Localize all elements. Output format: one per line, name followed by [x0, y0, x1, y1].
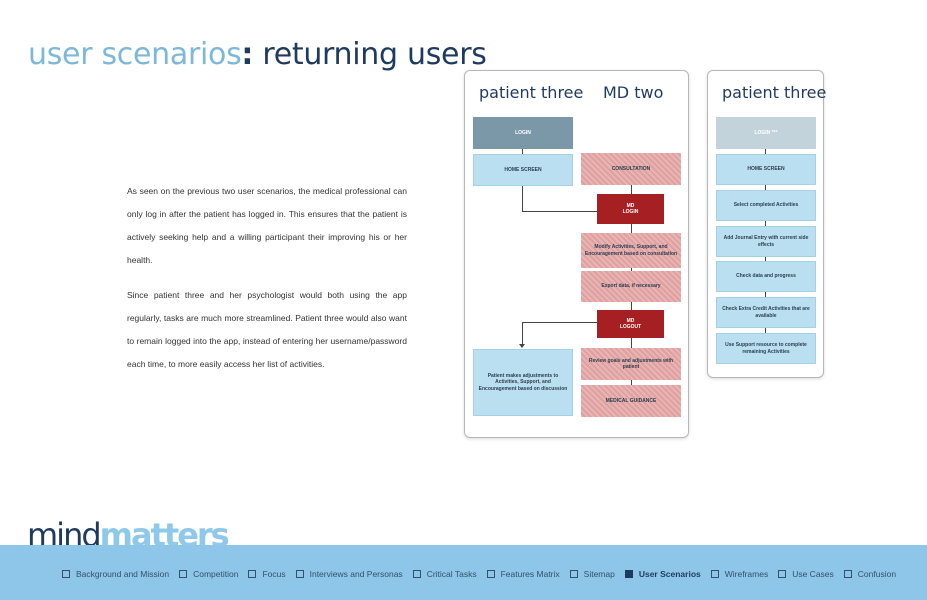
side-box-home-screen: HOME SCREEN: [716, 154, 816, 185]
nav-item-label: Interviews and Personas: [309, 569, 403, 579]
nav-item-label: Sitemap: [583, 569, 615, 579]
checkbox-icon[interactable]: [412, 570, 421, 578]
checkbox-icon[interactable]: [778, 570, 787, 578]
nav-item-features-matrix[interactable]: Features Matrix: [486, 569, 560, 579]
nav-item-label: Focus: [262, 569, 286, 579]
side-card-title: patient three: [722, 83, 827, 102]
connector-arrow: [519, 344, 525, 348]
title-part1: user scenarios: [28, 37, 242, 72]
flow-box-patient-adjustments: Patient makes adjustments to Activities,…: [473, 349, 573, 416]
checkbox-icon[interactable]: [295, 570, 304, 578]
connector-line: [765, 149, 766, 154]
connector-line: [522, 186, 523, 211]
nav-item-label: Background and Mission: [76, 569, 170, 579]
nav-item-label: User Scenarios: [638, 569, 701, 579]
checkbox-icon[interactable]: [62, 570, 70, 578]
title-colon: :: [241, 37, 254, 72]
connector-line: [765, 185, 766, 190]
connector-line: [631, 224, 632, 233]
nav-item-label: Competition: [193, 569, 239, 579]
connector-line: [522, 322, 597, 323]
nav-item-competition[interactable]: Competition: [179, 569, 238, 579]
description: As seen on the previous two user scenari…: [127, 180, 407, 388]
connector-line: [765, 328, 766, 333]
page-title: user scenarios: returning users: [28, 36, 487, 74]
connector-line: [522, 149, 523, 154]
connector-line: [765, 292, 766, 297]
nav-item-label: Wireframes: [724, 569, 769, 579]
connector-line: [631, 338, 632, 348]
nav-item-sitemap[interactable]: Sitemap: [569, 569, 615, 579]
checkbox-icon[interactable]: [710, 570, 719, 578]
flow-box-review-goals: Review goals and adjustments with patien…: [581, 348, 681, 380]
nav-item-label: Use Cases: [792, 569, 834, 579]
nav-item-focus[interactable]: Focus: [248, 569, 286, 579]
nav-item-wireframes[interactable]: Wireframes: [710, 569, 769, 579]
connector-line: [522, 211, 597, 212]
footer-nav-bar: Background and Mission Competition Focus In…: [0, 545, 927, 600]
flow-card-patient-three: patient three LOGIN *** HOME SCREEN Sele…: [707, 70, 827, 378]
checkbox-icon[interactable]: [248, 570, 257, 578]
nav-item-user-scenarios[interactable]: User Scenarios: [624, 569, 701, 579]
checkbox-icon[interactable]: [624, 570, 633, 578]
nav-item-confusion[interactable]: Confusion: [843, 569, 897, 579]
flow-box-md-logout: MD LOGOUT: [597, 310, 664, 338]
flow-box-medical-guidance: MEDICAL GUIDANCE: [581, 385, 681, 417]
section-nav: Background and Mission Competition Focus In…: [62, 569, 906, 579]
nav-item-label: Confusion: [857, 569, 897, 579]
flow-box-login: LOGIN: [473, 117, 573, 149]
checkbox-icon[interactable]: [569, 570, 578, 578]
flow-box-consultation: CONSULTATION: [581, 153, 681, 185]
nav-item-interviews-and-personas[interactable]: Interviews and Personas: [295, 569, 403, 579]
column-title-patient: patient three: [479, 83, 584, 102]
checkbox-icon[interactable]: [843, 570, 852, 578]
connector-line: [522, 322, 523, 344]
nav-item-background-and-mission[interactable]: Background and Mission: [62, 569, 169, 579]
connector-line: [631, 380, 632, 385]
side-box-extra-credit: Check Extra Credit Activities that are a…: [716, 297, 816, 328]
side-box-login: LOGIN ***: [716, 117, 816, 149]
flow-card-patient-md: patient three MD two LOGIN HOME SCREEN C…: [464, 70, 689, 438]
flow-box-home-screen: HOME SCREEN: [473, 154, 573, 186]
flow-box-md-login: MD LOGIN: [597, 194, 664, 224]
side-box-use-support: Use Support resource to complete remaini…: [716, 333, 816, 364]
checkbox-icon[interactable]: [179, 570, 188, 578]
nav-item-critical-tasks[interactable]: Critical Tasks: [412, 569, 477, 579]
side-box-check-data: Check data and progress: [716, 261, 816, 292]
nav-item-use-cases[interactable]: Use Cases: [778, 569, 834, 579]
connector-line: [631, 302, 632, 310]
nav-item-label: Features Matrix: [500, 569, 560, 579]
side-box-journal-entry: Add Journal Entry with current side effe…: [716, 226, 816, 257]
flow-box-export-data: Export data, if necessary: [581, 271, 681, 302]
title-part2: returning users: [253, 37, 487, 72]
side-box-select-activities: Select completed Activities: [716, 190, 816, 221]
nav-item-label: Critical Tasks: [426, 569, 477, 579]
connector-line: [765, 221, 766, 226]
description-paragraph-1: As seen on the previous two user scenari…: [127, 186, 407, 265]
connector-line: [631, 268, 632, 271]
column-title-md: MD two: [603, 83, 664, 102]
description-paragraph-2: Since patient three and her psychologist…: [127, 290, 407, 369]
flow-box-modify-activities: Modify Activities, Support, and Encourag…: [581, 233, 681, 268]
checkbox-icon[interactable]: [486, 570, 495, 578]
connector-line: [631, 185, 632, 194]
connector-line: [765, 257, 766, 261]
